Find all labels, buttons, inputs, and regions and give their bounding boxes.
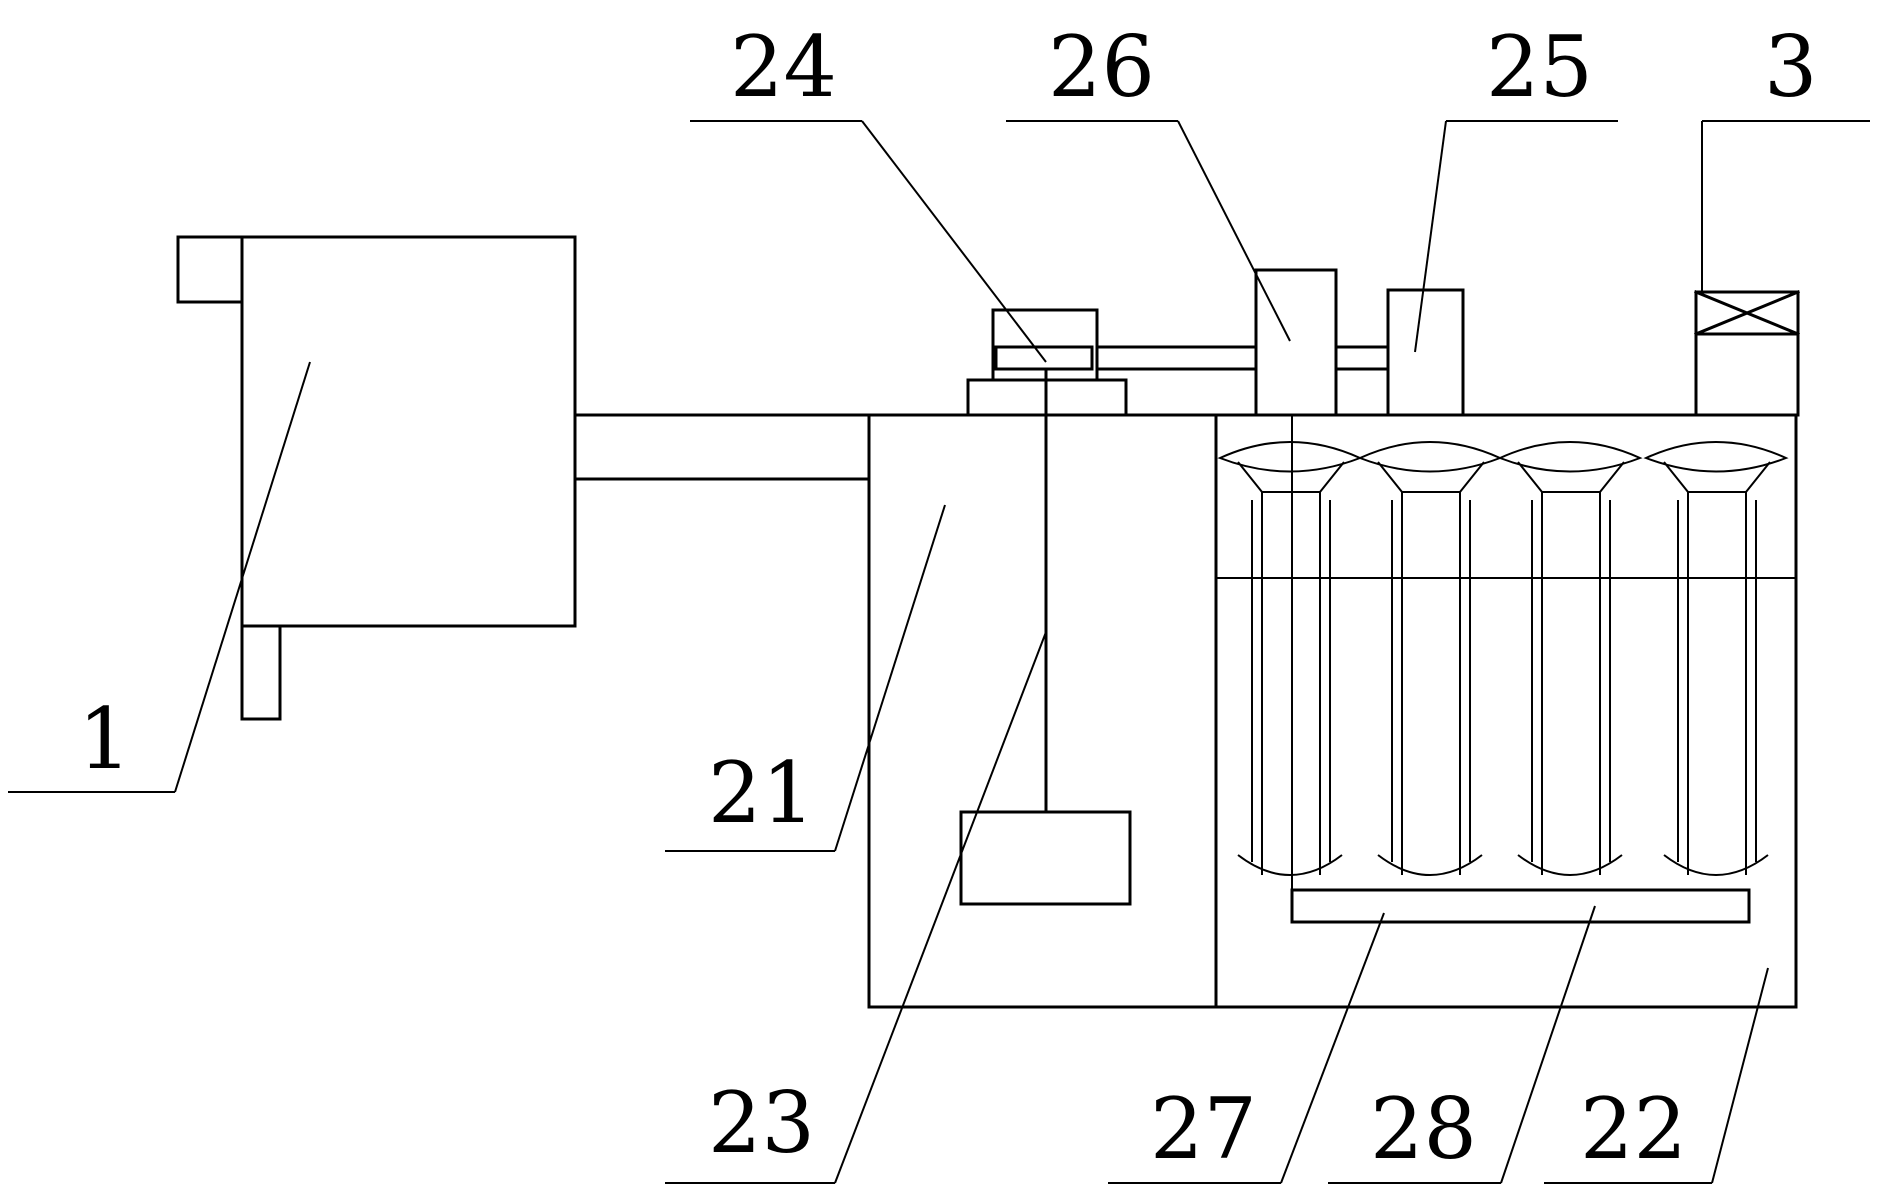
label-26: 26: [1048, 18, 1155, 116]
label-22: 22: [1580, 1080, 1687, 1178]
label-27: 27: [1150, 1080, 1257, 1178]
part-23-stirrer: [959, 367, 1132, 906]
part-21-chamber: [867, 413, 1218, 1009]
part-25-unit: [1386, 288, 1465, 417]
part-3-valve: [1694, 290, 1800, 417]
filter-cartridge: [1357, 441, 1503, 876]
part-1-housing: [176, 235, 577, 721]
part-27-28-plate: [1290, 888, 1751, 924]
filter-cartridge: [1217, 441, 1363, 876]
label-24: 24: [730, 18, 837, 116]
label-28: 28: [1370, 1080, 1477, 1178]
filter-cartridges: [1217, 415, 1789, 890]
leader-lines: [8, 120, 1870, 1184]
top-pipe: [1095, 345, 1390, 371]
label-21: 21: [708, 744, 815, 842]
label-3: 3: [1764, 18, 1817, 116]
connecting-pipe: [573, 413, 871, 481]
label-25: 25: [1486, 18, 1593, 116]
label-23: 23: [708, 1074, 815, 1172]
part-22-chamber: [1214, 413, 1798, 1009]
label-1: 1: [78, 690, 131, 788]
filter-cartridge: [1643, 441, 1789, 876]
part-26-unit: [1254, 268, 1338, 417]
filter-cartridge: [1497, 441, 1643, 876]
